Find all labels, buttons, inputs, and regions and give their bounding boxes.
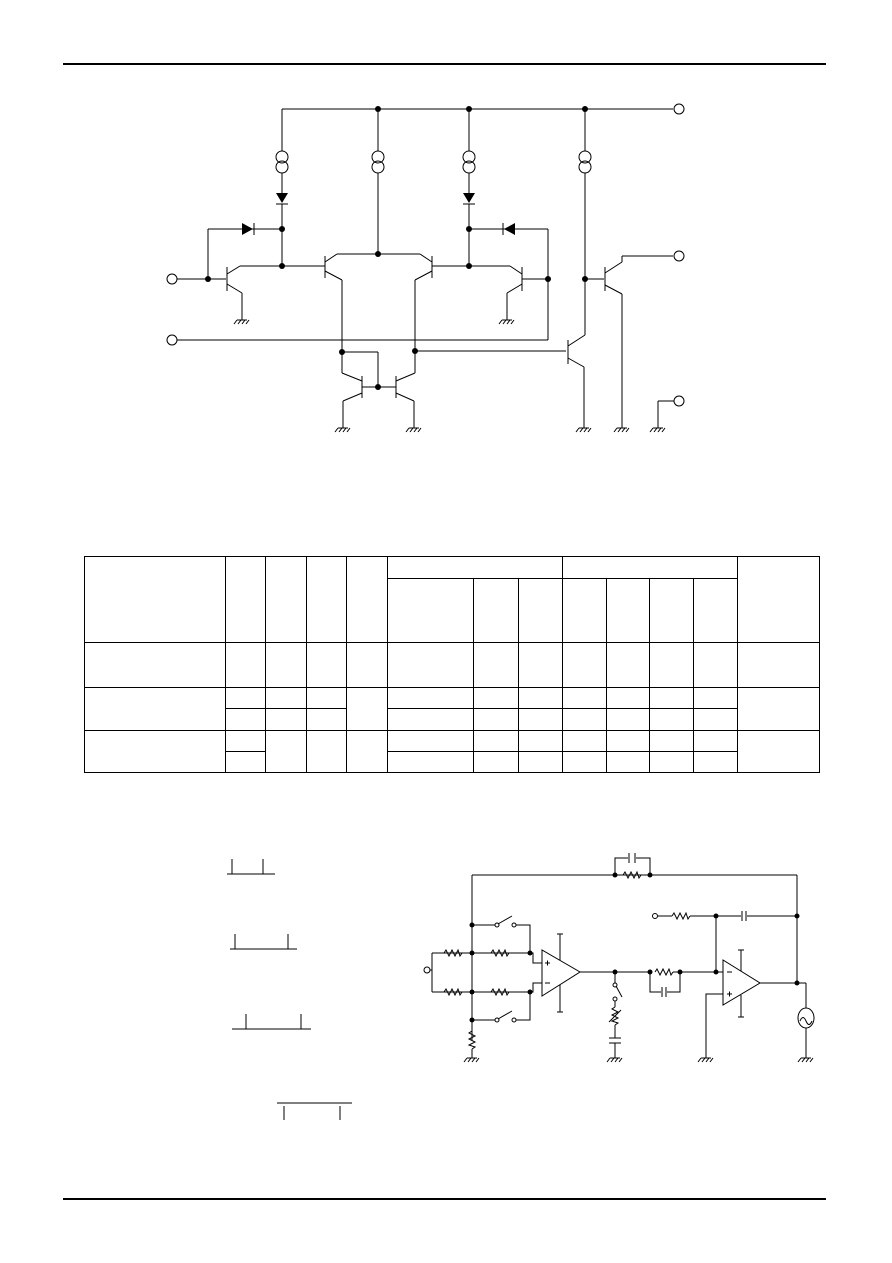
table-header-cell — [517, 578, 564, 644]
timing-mark — [227, 859, 275, 875]
table-header-cell — [562, 578, 608, 644]
resistor-icon — [671, 912, 691, 920]
timing-mark — [230, 934, 297, 950]
current-source-icon — [275, 150, 289, 174]
timing-mark — [232, 1014, 311, 1030]
current-source-icon — [578, 150, 592, 174]
ground-icon — [233, 319, 250, 325]
resistor-icon — [654, 968, 674, 976]
table-header-cell — [562, 555, 739, 580]
table-header-cell — [265, 555, 307, 644]
ground-icon — [498, 319, 515, 325]
output-terminal-icon — [673, 250, 685, 262]
ground-icon — [334, 427, 351, 433]
test-circuit-diagram — [423, 853, 815, 1063]
ground-icon — [697, 1057, 714, 1063]
table-header-cell — [225, 555, 266, 644]
ground-icon — [649, 427, 666, 433]
table-row — [85, 750, 820, 774]
current-source-icon — [371, 150, 385, 174]
table-header-cell — [84, 555, 226, 644]
table-header-cell — [346, 555, 388, 644]
header-rule — [63, 63, 826, 65]
equivalent-circuit-diagram — [166, 103, 685, 433]
input-terminal-icon — [166, 273, 178, 285]
switch-icon — [494, 922, 500, 928]
ground-icon — [797, 1057, 814, 1063]
ground-icon — [405, 427, 422, 433]
op-amp-icon — [722, 959, 761, 1006]
timing-marks — [227, 859, 352, 1120]
table-header-cell — [306, 555, 347, 644]
ground-icon — [606, 1057, 623, 1063]
current-source-icon — [462, 150, 476, 174]
table-header-cell — [606, 578, 651, 644]
signal-source-icon — [797, 1007, 815, 1029]
input-terminal-icon — [423, 966, 431, 974]
table-row — [84, 686, 821, 731]
input-terminal-icon — [652, 913, 658, 919]
timing-mark — [277, 1102, 352, 1120]
table-header-cell — [737, 555, 821, 644]
op-amp-icon — [541, 949, 581, 997]
table-header-cell — [473, 578, 519, 644]
table-header-cell — [649, 578, 695, 644]
diode-icon — [242, 223, 253, 235]
footer-rule — [63, 1198, 826, 1200]
table-row — [84, 642, 821, 688]
ground-icon — [575, 427, 592, 433]
diode-icon — [504, 223, 515, 235]
switch-icon — [494, 1017, 500, 1023]
ground-terminal-icon — [673, 395, 685, 407]
input-terminal-icon — [166, 334, 178, 346]
table-header-cell — [386, 555, 564, 580]
diode-icon — [463, 193, 475, 203]
table-row — [84, 729, 821, 774]
ground-icon — [613, 427, 630, 433]
diode-icon — [276, 193, 288, 203]
vcc-terminal-icon — [673, 103, 685, 115]
table-header-cell — [387, 578, 474, 644]
table-header-cell — [693, 578, 739, 644]
switch-icon — [612, 982, 618, 988]
ground-icon — [463, 1057, 480, 1063]
spec-table — [84, 555, 821, 774]
